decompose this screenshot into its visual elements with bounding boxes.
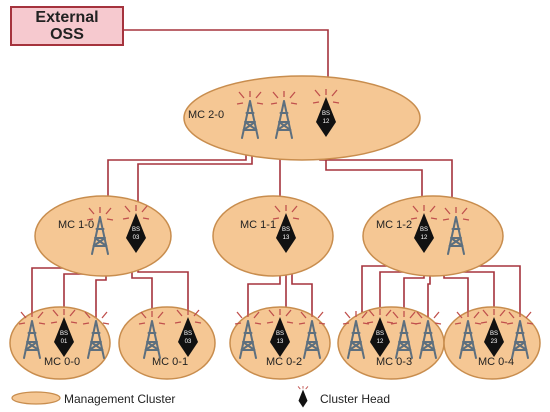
external-oss-line2: OSS <box>50 26 84 43</box>
svg-text:BS: BS <box>276 331 284 337</box>
cluster-mc01-ellipse <box>118 306 216 380</box>
tower-icon <box>86 207 114 255</box>
tower-icon <box>138 311 166 359</box>
legend-management-cluster-label: Management Cluster <box>64 392 176 406</box>
svg-text:23: 23 <box>491 339 498 345</box>
cluster-head-icon: BS 13 <box>272 205 300 253</box>
svg-text:BS: BS <box>322 111 330 117</box>
cluster-head-icon: BS 12 <box>366 309 394 357</box>
clusters-layer: MC 2-0 MC 1-0 MC 1-1 MC 1-2 MC 0-0 MC 0-1 MC 0… <box>9 75 541 380</box>
tower-icon <box>506 311 534 359</box>
tower-icon <box>298 311 326 359</box>
svg-text:BS: BS <box>490 331 498 337</box>
cluster-head-icon: BS 12 <box>410 205 438 253</box>
svg-text:12: 12 <box>421 235 428 241</box>
tower-icon <box>270 91 298 139</box>
cluster-mc11-label: MC 1-1 <box>240 219 276 231</box>
external-oss-line1: External <box>35 9 99 26</box>
tower-icon <box>414 311 442 359</box>
tower-icon <box>234 311 262 359</box>
svg-text:BS: BS <box>132 227 140 233</box>
cluster-mc11-ellipse <box>212 195 334 277</box>
cluster-head-icon: BS 23 <box>480 309 508 357</box>
legend-layer <box>11 385 309 408</box>
cluster-mc12-label: MC 1-2 <box>376 219 412 231</box>
cluster-mc10-label: MC 1-0 <box>58 219 94 231</box>
legend-cluster-head-label: Cluster Head <box>320 392 391 406</box>
svg-text:03: 03 <box>185 339 192 345</box>
svg-text:BS: BS <box>60 331 68 337</box>
tower-icon <box>236 91 264 139</box>
cluster-mc04-label: MC 0-4 <box>478 356 514 368</box>
svg-text:12: 12 <box>323 119 330 125</box>
cluster-mc20-label: MC 2-0 <box>188 109 224 121</box>
tower-icon <box>82 311 110 359</box>
svg-text:12: 12 <box>377 339 384 345</box>
svg-text:BS: BS <box>184 331 192 337</box>
tower-icon <box>454 311 482 359</box>
tower-icon <box>342 311 370 359</box>
cluster-head-icon: BS 03 <box>122 205 150 253</box>
cluster-head-icon: BS 12 <box>312 89 340 137</box>
svg-text:BS: BS <box>420 227 428 233</box>
cluster-head-icon: BS 03 <box>174 309 202 357</box>
cluster-mc10-ellipse <box>34 195 172 277</box>
tower-icon <box>442 207 470 255</box>
tower-icon <box>18 311 46 359</box>
cluster-mc02-label: MC 0-2 <box>266 356 302 368</box>
link-2 <box>137 146 253 212</box>
svg-text:13: 13 <box>277 339 284 345</box>
cluster-mc01-label: MC 0-1 <box>152 356 188 368</box>
cluster-head-icon: BS 01 <box>50 309 78 357</box>
links-layer <box>31 29 521 322</box>
svg-text:BS: BS <box>376 331 384 337</box>
svg-text:01: 01 <box>61 339 68 345</box>
cluster-mc00-label: MC 0-0 <box>44 356 80 368</box>
external-oss-box: External OSS <box>10 6 124 46</box>
legend-cluster-head-icon <box>297 385 309 408</box>
cluster-mc03-label: MC 0-3 <box>376 356 412 368</box>
cluster-head-icon: BS 13 <box>266 309 294 357</box>
svg-text:BS: BS <box>282 227 290 233</box>
svg-text:13: 13 <box>283 235 290 241</box>
tower-icon <box>390 311 418 359</box>
svg-text:03: 03 <box>133 235 140 241</box>
legend-cluster-swatch <box>11 391 61 405</box>
